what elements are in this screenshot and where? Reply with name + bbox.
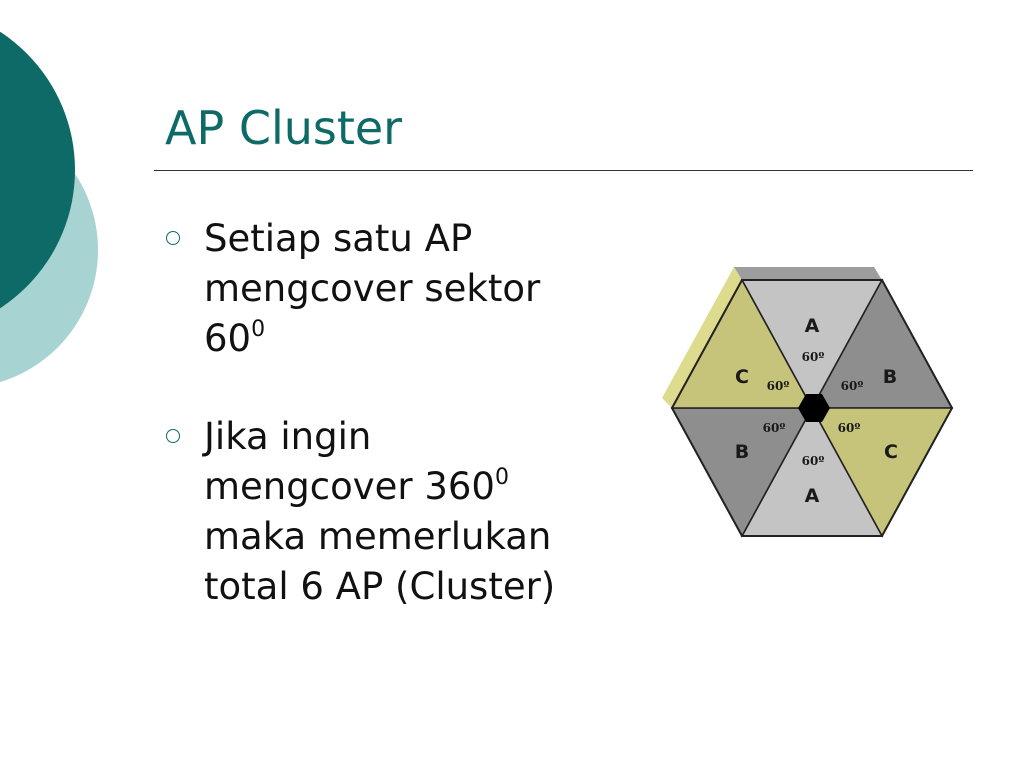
hexagon-outline: [670, 279, 954, 537]
title-divider: [154, 170, 973, 171]
sector-angle-label: 60º: [841, 379, 864, 393]
bullet-line: maka memerlukan: [204, 515, 552, 558]
bullet-line: total 6 AP (Cluster): [204, 565, 556, 608]
bullet-line: Jika ingin: [204, 415, 372, 458]
bullet-line: 600: [204, 316, 266, 360]
access-point-hub: [798, 394, 830, 422]
bullet-item-2: Jika ingin mengcover 3600 maka memerluka…: [160, 412, 630, 612]
circle-bullet-icon: [166, 231, 180, 245]
sector-angle-label: 60º: [838, 421, 861, 435]
superscript: 0: [494, 464, 509, 490]
dark-teal-circle: [0, 31, 75, 309]
bullet-line: mengcover 3600: [204, 464, 509, 508]
hexagon-top-bevel: [734, 267, 882, 280]
sector-letter-label: A: [805, 315, 820, 337]
sector-letter-label: B: [883, 366, 897, 388]
sector-angle-label: 60º: [763, 421, 786, 435]
bullet-list: Setiap satu AP mengcover sektor 600 Jika…: [160, 214, 630, 612]
sector-letter-label: A: [805, 485, 820, 507]
page-title: AP Cluster: [165, 101, 403, 155]
sector-angle-label: 60º: [802, 454, 825, 468]
sector-letter-label: C: [735, 366, 749, 388]
bullet-item-1: Setiap satu AP mengcover sektor 600: [160, 214, 630, 364]
bullet-line: mengcover sektor: [204, 267, 541, 310]
bullet-line: Setiap satu AP: [204, 217, 473, 260]
decorative-circles: [0, 31, 98, 383]
sector-angle-label: 60º: [767, 379, 790, 393]
sector-letter-label: B: [735, 441, 749, 463]
sector-letter-label: C: [884, 441, 898, 463]
circle-bullet-icon: [166, 429, 180, 443]
sector-angle-label: 60º: [802, 350, 825, 364]
superscript: 0: [251, 316, 266, 342]
hexagon-left-bevel: [662, 267, 742, 408]
